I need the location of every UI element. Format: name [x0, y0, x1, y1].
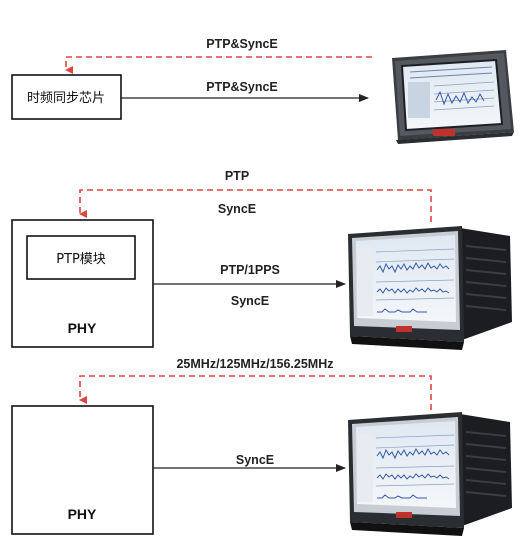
dashed-feedback-line-3 [79, 375, 432, 410]
arrow-label-2b: SyncE [231, 294, 269, 308]
chip-box-label: 时频同步芯片 [27, 91, 105, 106]
section-1: PTP&SyncE 时频同步芯片 PTP&SyncE [11, 37, 514, 144]
dashed-feedback-line-1 [65, 56, 372, 74]
top-label-2: PTP [225, 169, 249, 183]
top-label-3: 25MHz/125MHz/156.25MHz [176, 357, 333, 371]
tablet-tester-icon [392, 50, 514, 144]
ptp-module-label: PTP模块 [56, 252, 106, 267]
section-3: 25MHz/125MHz/156.25MHz PHY SyncE [11, 357, 512, 536]
rack-tester-icon [348, 412, 512, 536]
arrow-label-1: PTP&SyncE [206, 80, 278, 94]
dashed-feedback-line-2 [79, 189, 432, 222]
chip-box [11, 74, 122, 120]
sub-label-2: SyncE [218, 202, 256, 216]
phy-label-3: PHY [68, 506, 97, 522]
rack-tester-icon [348, 226, 512, 350]
section-2: PTP SyncE PTP模块 PHY PTP/1PPS SyncE [11, 169, 512, 350]
arrow-label-3: SyncE [236, 453, 274, 467]
ptp-module-box [26, 235, 136, 280]
arrow-label-2a: PTP/1PPS [220, 263, 280, 277]
phy-box-3 [11, 405, 154, 535]
top-label-1: PTP&SyncE [206, 37, 278, 51]
phy-label-2: PHY [68, 320, 97, 336]
